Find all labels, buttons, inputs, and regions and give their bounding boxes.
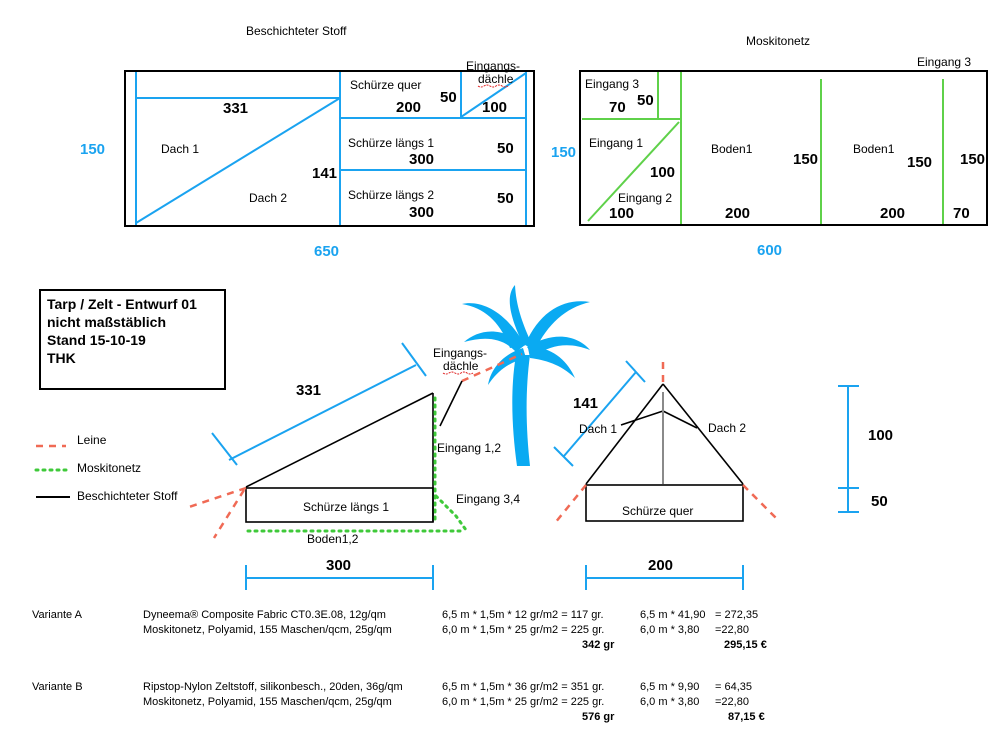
eingang3-label: Eingang 3	[585, 77, 639, 91]
side-eingang34-label: Eingang 3,4	[456, 492, 520, 506]
mesh-outline	[579, 70, 988, 226]
variant-b-weight-sum: 576 gr	[582, 711, 615, 723]
legend-label-leine: Leine	[77, 433, 107, 447]
front-dach1-label: Dach 1	[579, 422, 617, 436]
fabric-height-label: 150	[80, 141, 105, 158]
variant-b-label: Variante B	[32, 681, 83, 693]
mesh-heading: Moskitonetz	[746, 34, 810, 48]
dim-50b: 50	[497, 140, 514, 157]
dim-50: 50	[637, 92, 654, 109]
variant-a-label: Variante A	[32, 609, 82, 621]
fabric-width-label: 650	[314, 243, 339, 260]
title-box: Tarp / Zelt - Entwurf 01 nicht maßstäbli…	[39, 289, 226, 390]
dim-200: 200	[396, 99, 421, 116]
boden1b-label: Boden1	[853, 142, 895, 156]
eingang2-label: Eingang 2	[618, 191, 672, 205]
variant-a-cost-2b: =22,80	[715, 624, 749, 636]
legend-label-stoff: Beschichteter Stoff	[77, 489, 178, 503]
side-dim-331: 331	[296, 382, 321, 399]
variant-b-cost-1a: 6,5 m * 9,90	[640, 681, 700, 693]
variant-b-cost-2b: =22,80	[715, 696, 749, 708]
eingangs-label: Eingangs-	[466, 59, 520, 73]
fabric-cut-plan: Beschichteter Stoff 150 650 Dach 1 Dach …	[80, 24, 535, 260]
variant-a-material-2: Moskitonetz, Polyamid, 155 Maschen/qcm, …	[143, 624, 392, 636]
dim-100a: 100	[650, 164, 675, 181]
eingang1-label: Eingang 1	[589, 136, 643, 150]
fabric-heading: Beschichteter Stoff	[246, 24, 347, 38]
dim-200b: 200	[880, 205, 905, 222]
title-line-4: THK	[47, 350, 76, 366]
dim-70a: 70	[609, 99, 626, 116]
dim-300b: 300	[409, 204, 434, 221]
variant-a-cost-sum: 295,15 €	[724, 639, 767, 651]
schuerze-laengs1-label: Schürze längs 1	[348, 136, 434, 150]
side-schuerze-label: Schürze längs 1	[303, 500, 389, 514]
side-eingangs-label: Eingangs-	[433, 346, 487, 360]
schuerze-quer-label: Schürze quer	[350, 78, 421, 92]
title-line-2: nicht maßstäblich	[47, 314, 167, 330]
variant-a-cost-1b: = 272,35	[715, 609, 759, 621]
dim-141: 141	[312, 165, 337, 182]
variant-a-material-1: Dyneema® Composite Fabric CT0.3E.08, 12g…	[143, 609, 386, 621]
front-dim-100: 100	[868, 427, 893, 444]
dim-100: 100	[482, 99, 507, 116]
dim-50c: 50	[497, 190, 514, 207]
side-boden-label: Boden1,2	[307, 532, 359, 546]
variant-a-weight-2: 6,0 m * 1,5m * 25 gr/m2 = 225 gr.	[442, 624, 605, 636]
variant-b-weight-1: 6,5 m * 1,5m * 36 gr/m2 = 351 gr.	[442, 681, 605, 693]
side-schuerze	[245, 487, 434, 523]
variant-b-cost-2a: 6,0 m * 3,80	[640, 696, 700, 708]
variant-a-weight-sum: 342 gr	[582, 639, 615, 651]
dim-150b: 150	[907, 154, 932, 171]
dim-150a: 150	[793, 151, 818, 168]
front-dach2-label: Dach 2	[708, 421, 746, 435]
front-dim-200: 200	[648, 557, 673, 574]
front-schuerze	[585, 484, 744, 522]
eingang3-top-label: Eingang 3	[917, 55, 971, 69]
variant-b-material-1: Ripstop-Nylon Zeltstoff, silikonbesch., …	[143, 681, 403, 693]
dim-100b: 100	[609, 205, 634, 222]
title-line-3: Stand 15-10-19	[47, 332, 146, 348]
front-view: 141 Dach 1 Dach 2 Schürze quer 200 100 5…	[553, 360, 893, 590]
mesh-width-label: 600	[757, 242, 782, 259]
front-dim-50: 50	[871, 493, 888, 510]
variant-b-cost-1b: = 64,35	[715, 681, 753, 693]
variant-b-material-2: Moskitonetz, Polyamid, 155 Maschen/qcm, …	[143, 696, 392, 708]
title-line-1: Tarp / Zelt - Entwurf 01	[47, 296, 197, 312]
legend-label-moskitonetz: Moskitonetz	[77, 461, 141, 475]
fabric-outline	[124, 70, 535, 227]
dim-331: 331	[223, 100, 248, 117]
dim-150c: 150	[960, 151, 985, 168]
dim-50a: 50	[440, 89, 457, 106]
boden1a-label: Boden1	[711, 142, 753, 156]
daechle-label: dächle	[478, 72, 514, 86]
palm-tree-illustration	[462, 285, 590, 466]
side-eingang12-label: Eingang 1,2	[437, 441, 501, 455]
variant-b-cost-sum: 87,15 €	[728, 711, 765, 723]
front-dim-141: 141	[573, 395, 598, 412]
variant-a-cost-1a: 6,5 m * 41,90	[640, 609, 706, 621]
variant-b-weight-2: 6,0 m * 1,5m * 25 gr/m2 = 225 gr.	[442, 696, 605, 708]
schuerze-laengs2-label: Schürze längs 2	[348, 188, 434, 202]
dim-300a: 300	[409, 151, 434, 168]
legend: Leine Moskitonetz Beschichteter Stoff	[34, 433, 178, 503]
dach2-label: Dach 2	[249, 191, 287, 205]
dim-70b: 70	[953, 205, 970, 222]
dach1-label: Dach 1	[161, 142, 199, 156]
side-daechle-label: dächle	[443, 359, 479, 373]
side-dim-300: 300	[326, 557, 351, 574]
mesh-height-label: 150	[551, 144, 576, 161]
dim-200a: 200	[725, 205, 750, 222]
side-view: 331 Eingangs- dächle Schürze längs 1 Ein…	[185, 342, 523, 590]
variant-a-cost-2a: 6,0 m * 3,80	[640, 624, 700, 636]
front-schuerze-label: Schürze quer	[622, 504, 693, 518]
mesh-cut-plan: Moskitonetz Eingang 3 150 600 Eingang 3 …	[551, 34, 988, 259]
variant-a-weight-1: 6,5 m * 1,5m * 12 gr/m2 = 117 gr.	[442, 609, 604, 621]
